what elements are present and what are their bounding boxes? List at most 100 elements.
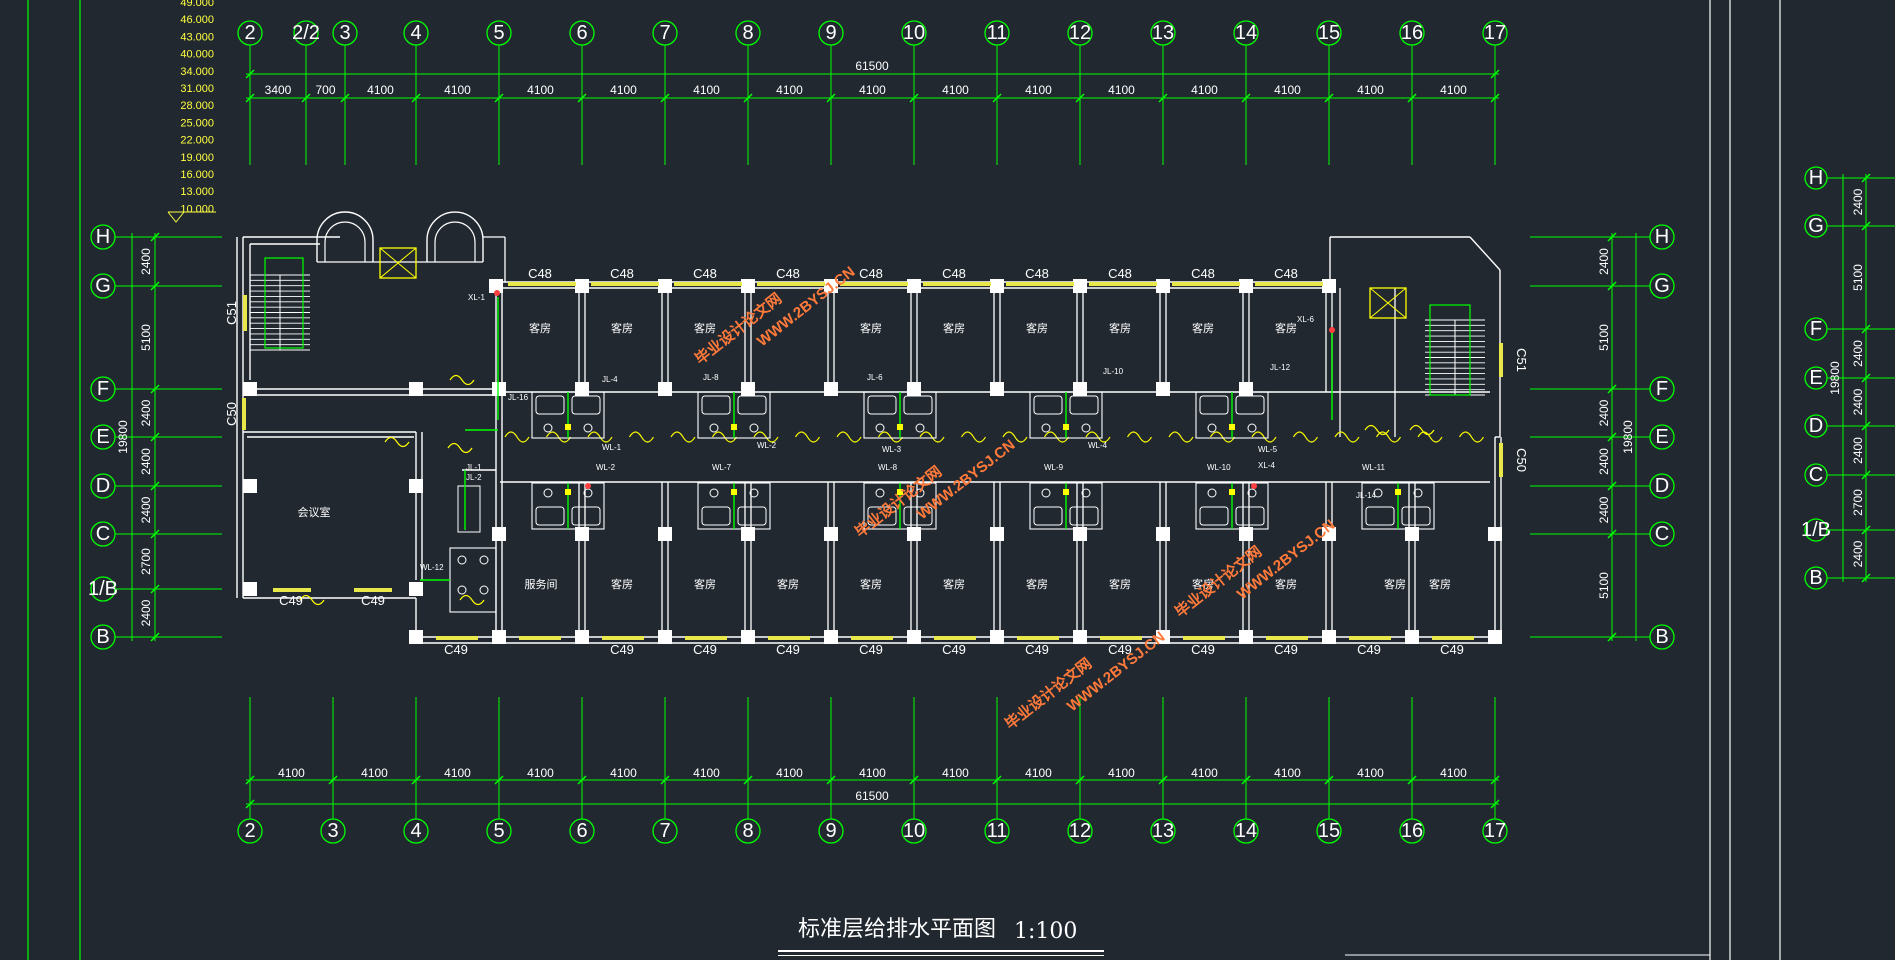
dim-value-top: 4100	[610, 83, 637, 97]
axis-label-left: F	[97, 378, 109, 400]
bathtub	[1069, 395, 1099, 415]
elevation-value: 46.000	[180, 14, 214, 26]
bathroom-unit	[1029, 482, 1103, 530]
dim-value-left: 2400	[139, 399, 153, 426]
window-bottom	[1349, 636, 1391, 640]
dim-tick-top	[340, 93, 350, 103]
axis-label-right: B	[1655, 626, 1668, 648]
dim-tick-far-right	[1861, 470, 1871, 480]
bathtub	[903, 395, 933, 415]
title-underline	[778, 950, 1104, 952]
dim-value-top: 4100	[1025, 83, 1052, 97]
dim-total-bottom: 61500	[855, 789, 889, 803]
dim-tick-far-right	[1861, 573, 1871, 583]
toilet	[875, 488, 885, 498]
axis-label-top: 6	[576, 22, 587, 44]
door-swing	[1292, 431, 1319, 443]
window-label-side: C50	[1514, 448, 1529, 472]
dim-tick-top	[301, 93, 311, 103]
axis-label-top: 2	[244, 22, 255, 44]
window-top	[923, 282, 991, 286]
bathtub	[737, 395, 767, 415]
restroom-outline	[449, 547, 497, 613]
axis-label-top: 11	[987, 22, 1008, 44]
toilet	[1247, 423, 1257, 433]
dim-tick-total-bottom	[245, 799, 255, 809]
structural-column	[1488, 630, 1502, 644]
pipe-valve	[1329, 327, 1335, 333]
structural-column	[1156, 527, 1170, 541]
dim-tick-far-right	[1861, 421, 1871, 431]
axis-label-left: C	[96, 523, 110, 545]
door-swing	[504, 431, 530, 443]
structural-column	[824, 630, 838, 644]
door-swing	[628, 431, 655, 443]
dim-total-right: 19800	[1621, 420, 1635, 454]
dim-tick-right	[1607, 384, 1617, 394]
drain-point	[897, 424, 903, 430]
toilet	[457, 555, 467, 565]
room-label-guest: 客房	[694, 321, 716, 335]
axis-label-bottom: 12	[1069, 820, 1091, 842]
room-label-guest: 客房	[777, 577, 799, 591]
door-swing	[1085, 431, 1111, 443]
axis-label-left: B	[96, 626, 109, 648]
toilet	[1247, 488, 1257, 498]
axis-label-left: H	[96, 226, 110, 248]
structural-column	[409, 630, 423, 644]
window-label-top: C48	[776, 266, 800, 281]
structural-column	[492, 382, 506, 396]
door-swing	[299, 594, 325, 606]
axis-label-bottom: 14	[1235, 820, 1257, 842]
dim-tick-bottom	[494, 775, 504, 785]
axis-label-bottom: 15	[1318, 820, 1340, 842]
dim-tick-bottom	[1490, 775, 1500, 785]
dim-tick-bottom	[1158, 775, 1168, 785]
elevation-value: 34.000	[180, 66, 214, 78]
dim-value-right: 2400	[1597, 496, 1611, 523]
dim-tick-top	[1075, 93, 1085, 103]
elevation-value: 28.000	[180, 100, 214, 112]
pipe-label: WL-1	[602, 443, 622, 452]
elevation-value: 31.000	[180, 83, 214, 95]
dim-value-far-right: 2400	[1851, 540, 1865, 567]
dim-tick-top	[1324, 93, 1334, 103]
elevation-marker	[167, 211, 185, 223]
bathtub	[571, 506, 601, 526]
window-bottom	[436, 636, 478, 640]
door-swing	[545, 431, 572, 443]
dim-tick-left	[150, 481, 160, 491]
dim-value-bottom: 4100	[859, 766, 886, 780]
structural-column	[907, 630, 921, 644]
toilet	[457, 585, 467, 595]
dim-value-bottom: 4100	[527, 766, 554, 780]
structural-column	[1239, 630, 1253, 644]
drain-point	[1229, 489, 1235, 495]
door-swing	[1168, 431, 1194, 443]
drain-point	[1395, 489, 1401, 495]
dim-value-left: 2400	[139, 496, 153, 523]
dim-value-far-right: 2400	[1851, 340, 1865, 367]
window-bottom	[1017, 636, 1059, 640]
building-outline	[236, 211, 1503, 644]
pipe-label: XL-6	[1297, 315, 1314, 324]
structural-column	[1322, 527, 1336, 541]
dim-tick-bottom	[909, 775, 919, 785]
pipe-valve	[494, 290, 500, 296]
window-label-bottom: C49	[1191, 642, 1215, 657]
bathtub	[701, 506, 731, 526]
window-meeting	[273, 588, 311, 592]
dim-tick-left	[150, 529, 160, 539]
pipe-valve	[585, 483, 591, 489]
toilet	[749, 488, 759, 498]
structural-column	[741, 382, 755, 396]
window-bottom	[934, 636, 976, 640]
bathtub	[867, 506, 897, 526]
room-label-guest: 客房	[611, 321, 633, 335]
window-top	[1089, 282, 1157, 286]
window-top	[757, 282, 825, 286]
window-label-bottom: C49	[1108, 642, 1132, 657]
stair-pipe-outline	[1429, 304, 1471, 396]
pipe-label: JL-1	[466, 463, 482, 472]
bathtub	[1365, 506, 1395, 526]
